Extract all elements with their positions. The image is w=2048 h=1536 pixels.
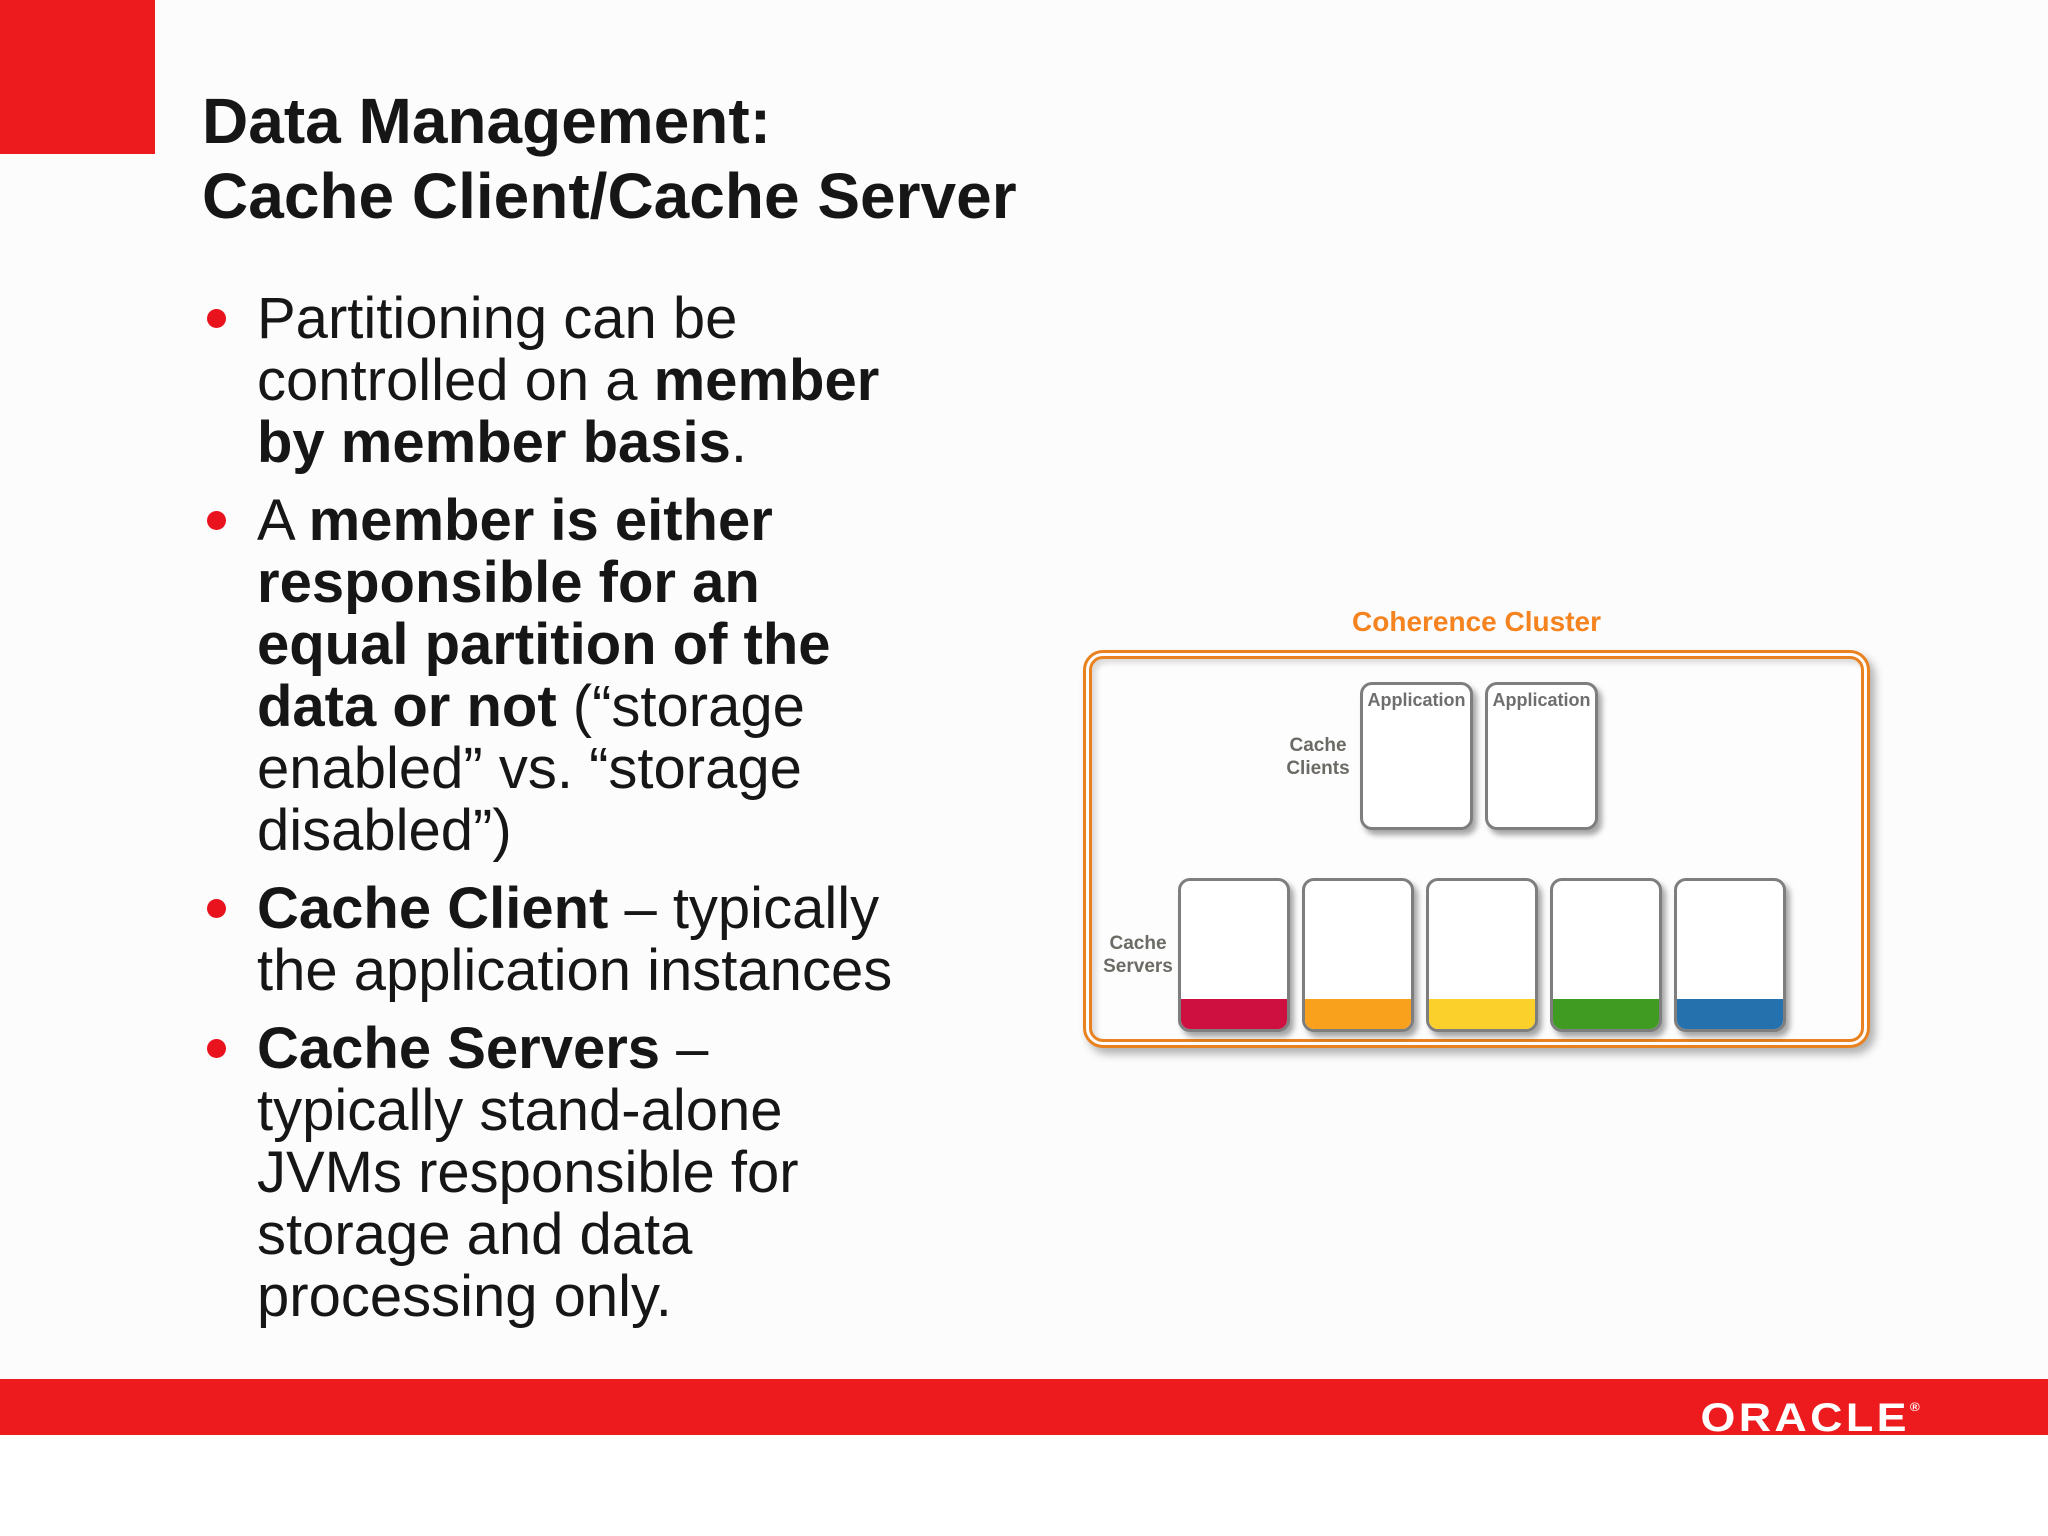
- bullet-text-bold: Cache Client: [257, 876, 609, 941]
- bullet-line: A member is either: [257, 490, 1145, 552]
- cache-servers-label-line2: Servers: [1103, 956, 1173, 977]
- server-box: [1550, 878, 1662, 1032]
- bullet-line: typically stand-alone: [257, 1080, 1145, 1142]
- bullet-text: storage and data: [257, 1202, 693, 1267]
- bullet-line: Cache Client – typically: [257, 878, 1145, 940]
- bullet-text: the application instances: [257, 938, 893, 1003]
- bullet-text-bold: member is either: [308, 488, 773, 553]
- coherence-cluster-diagram: Cache Clients Application Application Cac…: [1083, 650, 1870, 1048]
- oracle-logo: ORACLE®: [1701, 1379, 1920, 1440]
- bullet-text: –: [660, 1016, 709, 1081]
- bullet-text: – typically: [608, 876, 880, 941]
- bullet-text: typically stand-alone: [257, 1078, 783, 1143]
- bullet-text: controlled on a: [257, 348, 654, 413]
- bullet-text-bold: equal partition of the: [257, 612, 831, 677]
- server-box: [1302, 878, 1414, 1032]
- application-box: Application: [1485, 682, 1598, 830]
- application-boxes-row: Application Application: [1360, 682, 1598, 830]
- application-box: Application: [1360, 682, 1473, 830]
- bullet-text: A: [257, 488, 309, 553]
- server-box: [1426, 878, 1538, 1032]
- bullet-text: .: [730, 410, 748, 475]
- bullet-text-bold: responsible for an: [257, 550, 760, 615]
- bullet-line: Cache Servers –: [257, 1018, 1145, 1080]
- bullet-line: controlled on a member: [257, 350, 1145, 412]
- bullet-line: Partitioning can be: [257, 288, 1145, 350]
- bullet-text-bold: Cache Servers: [257, 1016, 661, 1081]
- bullet-line: storage and data: [257, 1204, 1145, 1266]
- bullet-line: the application instances: [257, 940, 1145, 1002]
- slide-title: Data Management: Cache Client/Cache Serv…: [202, 84, 1017, 234]
- bottom-white-strip: [0, 1435, 2048, 1536]
- slide-title-line1: Data Management:: [202, 85, 771, 157]
- cache-servers-label-line1: Cache: [1109, 933, 1167, 954]
- server-storage-bar: [1305, 999, 1411, 1029]
- bullet-line: enabled” vs. “storage: [257, 738, 1145, 800]
- application-label: Application: [1367, 690, 1466, 710]
- bullet-line: disabled”): [257, 800, 1145, 862]
- bullet-text-bold: by member basis: [257, 410, 731, 475]
- cache-clients-label: Cache Clients: [1238, 734, 1398, 780]
- bullet-line: equal partition of the: [257, 614, 1145, 676]
- bullet-text-bold: data or not: [257, 674, 557, 739]
- cache-servers-label: Cache Servers: [1083, 932, 1193, 978]
- bullet-text: disabled”): [257, 798, 512, 863]
- server-storage-bar: [1677, 999, 1783, 1029]
- server-storage-bar: [1429, 999, 1535, 1029]
- oracle-logo-text: ORACLE: [1700, 1396, 1911, 1440]
- bullet-text: enabled” vs. “storage: [257, 736, 802, 801]
- bullet-line: responsible for an: [257, 552, 1145, 614]
- cache-clients-label-line1: Cache: [1289, 735, 1347, 756]
- server-storage-bar: [1181, 999, 1287, 1029]
- bullet-line: processing only.: [257, 1266, 1145, 1328]
- brand-corner-square: [0, 0, 155, 154]
- application-label: Application: [1492, 690, 1591, 710]
- bullet-line: by member basis.: [257, 412, 1145, 474]
- server-storage-bar: [1553, 999, 1659, 1029]
- server-box: [1178, 878, 1290, 1032]
- bullet-line: data or not (“storage: [257, 676, 1145, 738]
- registered-trademark-icon: ®: [1910, 1400, 1920, 1414]
- bullet-text-bold: member: [653, 348, 880, 413]
- bullet-text: (“storage: [556, 674, 805, 739]
- footer-bar: ORACLE®: [0, 1379, 2048, 1440]
- slide-title-line2: Cache Client/Cache Server: [202, 160, 1017, 232]
- server-box: [1674, 878, 1786, 1032]
- bullet-text: JVMs responsible for: [257, 1140, 799, 1205]
- server-boxes-row: [1178, 878, 1786, 1032]
- cache-clients-label-line2: Clients: [1286, 758, 1350, 779]
- bullet-line: JVMs responsible for: [257, 1142, 1145, 1204]
- bullet-text: Partitioning can be: [257, 286, 738, 351]
- diagram-title: Coherence Cluster: [1352, 606, 1601, 637]
- bullet-text: processing only.: [257, 1264, 672, 1329]
